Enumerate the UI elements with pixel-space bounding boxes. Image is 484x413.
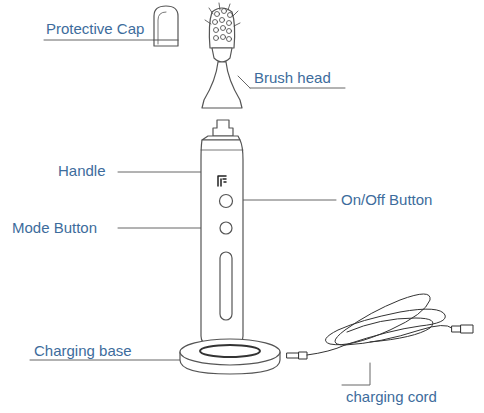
on-off-button — [220, 195, 233, 208]
logo — [218, 176, 226, 186]
charging-cord — [287, 294, 473, 359]
protective-cap — [154, 6, 178, 46]
part-label: Charging base — [34, 343, 132, 358]
part-label: Mode Button — [12, 220, 97, 235]
mode-button — [220, 222, 232, 234]
charging-base — [180, 339, 280, 374]
part-label: Protective Cap — [46, 21, 144, 36]
part-label: charging cord — [346, 389, 437, 404]
indicator-window — [220, 252, 232, 320]
leader-lines — [30, 34, 370, 385]
part-label: On/Off Button — [341, 192, 432, 207]
part-label: Brush head — [254, 70, 331, 85]
part-label: Handle — [58, 163, 106, 178]
brush-head — [202, 3, 242, 108]
handle-body — [201, 120, 243, 344]
